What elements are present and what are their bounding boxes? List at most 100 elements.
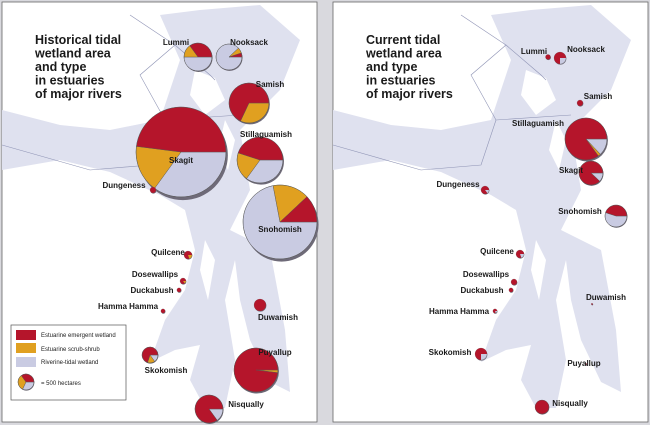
pie-hamma-hamma <box>160 308 166 314</box>
island <box>521 70 556 115</box>
pie-outline <box>141 346 159 364</box>
pie-outline <box>564 117 608 161</box>
estuary-label-dungeness: Dungeness <box>102 181 146 190</box>
legend-swatch-riverine <box>16 357 36 367</box>
pie-slice-emergent <box>511 279 517 285</box>
pie-outline <box>534 399 550 415</box>
map-title-line: of major rivers <box>35 87 122 101</box>
pie-dosewallips <box>179 277 187 285</box>
pie-nisqually <box>534 399 550 415</box>
pie-outline <box>17 373 35 391</box>
pie-quilcene <box>183 250 193 260</box>
estuary-label-lummi: Lummi <box>163 38 189 47</box>
pie-outline <box>545 54 551 60</box>
pie-slice-emergent <box>577 100 583 106</box>
pie-skagit <box>578 160 604 186</box>
pie-outline <box>242 184 318 260</box>
island <box>549 120 566 170</box>
map-title-line: of major rivers <box>366 87 453 101</box>
pie-outline <box>179 277 187 285</box>
pie-dungeness <box>149 186 157 194</box>
map-title-line: Current tidal <box>366 33 440 47</box>
map-title-line: in estuaries <box>366 74 436 88</box>
estuary-label-puyallup: Puyallup <box>567 359 600 368</box>
pie-dosewallips <box>510 278 518 286</box>
pie-puyallup <box>585 363 588 366</box>
pie-slice-emergent <box>585 363 587 365</box>
estuary-label-dungeness: Dungeness <box>436 180 480 189</box>
pie-samish <box>576 99 584 107</box>
pie-slice-emergent <box>508 287 514 293</box>
pie-duwamish <box>591 303 594 306</box>
pie-nooksack <box>553 51 567 65</box>
pie-slice-emergent <box>180 278 186 284</box>
pie-slice-riverine <box>485 190 489 194</box>
map-title-line: and type <box>35 60 86 74</box>
pie-puyallup <box>233 347 279 394</box>
pie-slice-riverine <box>520 254 524 258</box>
pie-outline <box>149 186 157 194</box>
pie-snohomish <box>604 204 628 228</box>
pie-samish <box>228 82 270 125</box>
pie-slice-emergent <box>492 308 498 314</box>
pie-outline <box>160 308 166 314</box>
estuary-label-hamma-hamma: Hamma Hamma <box>98 302 159 311</box>
pie-outline <box>515 249 525 259</box>
pie-outline <box>474 347 488 361</box>
legend-label-emergent: Estuarine emergent wetland <box>41 333 116 339</box>
pie-nooksack <box>215 43 243 71</box>
pie-stillaguamish <box>236 136 284 185</box>
pie-duwamish <box>253 298 267 312</box>
estuary-label-duwamish: Duwamish <box>586 293 626 302</box>
estuary-label-samish: Samish <box>256 80 285 89</box>
estuary-label-skagit: Skagit <box>169 156 193 165</box>
pie-outline <box>176 287 182 293</box>
estuary-label-stillaguamish: Stillaguamish <box>512 119 564 128</box>
legend-label-riverine: Riverine-tidal wetland <box>41 360 98 366</box>
pie-outline <box>604 204 628 228</box>
pie-outline <box>510 278 518 286</box>
estuary-label-quilcene: Quilcene <box>480 247 514 256</box>
estuary-label-dosewallips: Dosewallips <box>463 270 510 279</box>
pie-outline <box>585 363 587 365</box>
pie-outline <box>253 298 267 312</box>
puget-sound-water <box>2 5 300 408</box>
pie-slice-emergent <box>591 303 593 305</box>
estuary-label-nooksack: Nooksack <box>567 45 605 54</box>
pie-nisqually <box>194 394 224 424</box>
pie-duckabush <box>176 287 182 293</box>
pie-dungeness <box>480 185 490 195</box>
pie-duckabush <box>508 287 514 293</box>
map-title-line: Historical tidal <box>35 33 121 47</box>
estuary-label-nisqually: Nisqually <box>228 400 264 409</box>
pie-outline <box>194 394 224 424</box>
pie-lummi <box>545 54 551 61</box>
island <box>200 240 215 300</box>
pie-skagit <box>135 106 228 201</box>
map-title-line: wetland area <box>365 47 443 61</box>
pie-slice-scrub <box>188 255 192 259</box>
pie-outline <box>135 106 227 198</box>
pie-slice-emergent <box>475 348 487 360</box>
pie-legend <box>17 373 35 391</box>
pie-stillaguamish <box>564 117 608 162</box>
pie-outline <box>183 42 213 72</box>
puget-sound-water <box>333 5 631 408</box>
pie-outline <box>480 185 490 195</box>
estuary-label-dosewallips: Dosewallips <box>132 270 179 279</box>
estuary-label-skokomish: Skokomish <box>429 348 472 357</box>
estuary-label-samish: Samish <box>584 92 613 101</box>
estuary-label-lummi: Lummi <box>521 47 547 56</box>
island <box>476 40 496 70</box>
estuary-label-quilcene: Quilcene <box>151 248 185 257</box>
pie-quilcene <box>515 249 525 259</box>
estuary-label-duwamish: Duwamish <box>258 313 298 322</box>
pie-outline <box>215 43 243 71</box>
pie-skokomish <box>141 346 159 364</box>
estuary-label-skagit: Skagit <box>559 166 583 175</box>
map-title-line: in estuaries <box>35 74 105 88</box>
pie-slice-riverine <box>560 58 566 64</box>
pie-slice-emergent <box>554 52 566 64</box>
legend-swatch-emergent <box>16 330 36 340</box>
